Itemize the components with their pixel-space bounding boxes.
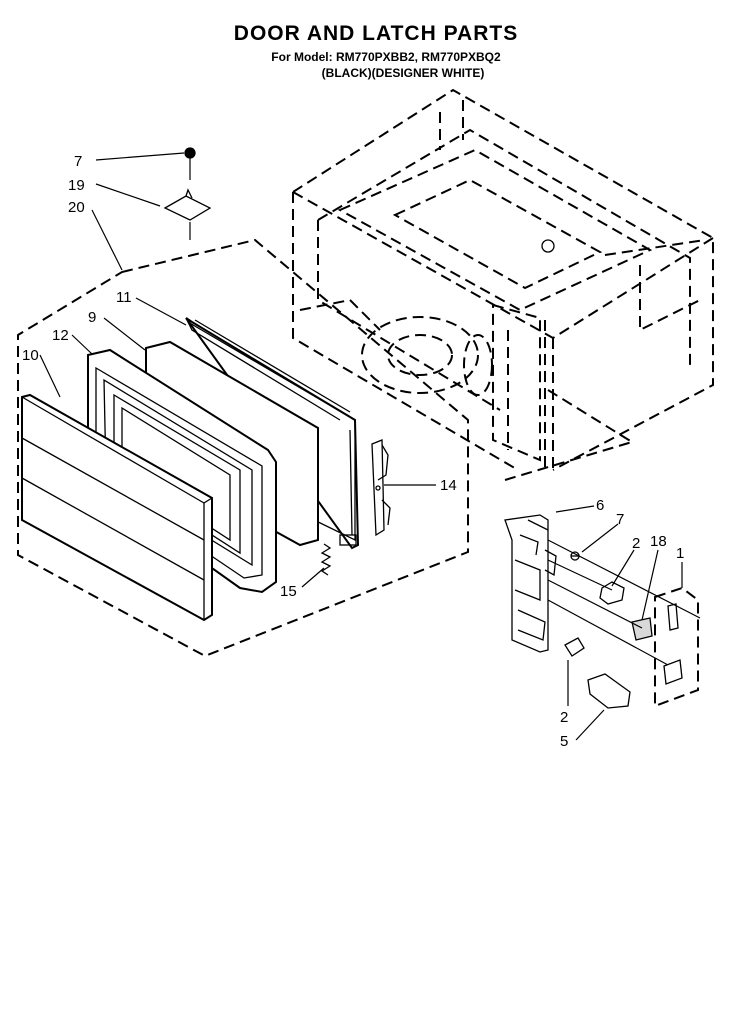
switch-assembly-part-1 [654,586,699,708]
callout-18: 18 [650,533,667,550]
model-numbers: For Model: RM770PXBB2, RM770PXBQ2 [271,50,501,64]
cabinet-outline [292,88,714,481]
door-inner-panel-part-12 [87,348,277,594]
diagram-title: DOOR AND LATCH PARTS [233,22,519,45]
callout-12: 12 [52,327,69,344]
callout-10: 10 [22,347,39,364]
switch-part-18 [631,617,653,641]
callout-19: 19 [68,177,85,194]
spring-part-15 [320,543,332,576]
callout-6: 6 [596,497,604,514]
callout-20: 20 [68,199,85,216]
door-front-part-10 [21,393,213,622]
callout-7-top: 7 [74,153,82,170]
switch-bracket [663,659,683,685]
door-frame-part-11 [185,317,360,550]
callout-5: 5 [560,733,568,750]
callout-7-right: 7 [616,511,624,528]
callout-2-right: 2 [632,535,640,552]
door-assembly-outline [17,238,469,658]
actuator-part-5 [587,673,631,709]
switch-part-2-right [599,581,625,605]
switch-pin [667,603,679,631]
callout-1: 1 [676,545,684,562]
bracket-part-19 [163,188,212,240]
callout-11: 11 [116,289,132,306]
switch-part-2-bottom [564,637,585,657]
leader-lines [39,152,683,741]
latch-assembly [504,514,701,666]
callout-14: 14 [440,477,457,494]
screw-part-7-top [184,147,196,180]
color-variants: (BLACK)(DESIGNER WHITE) [321,66,485,80]
callout-2-bottom: 2 [560,709,568,726]
callout-15: 15 [280,583,297,600]
screw-part-7-right [570,551,580,561]
latch-hook-part-14 [371,439,391,537]
callout-9: 9 [88,309,96,326]
